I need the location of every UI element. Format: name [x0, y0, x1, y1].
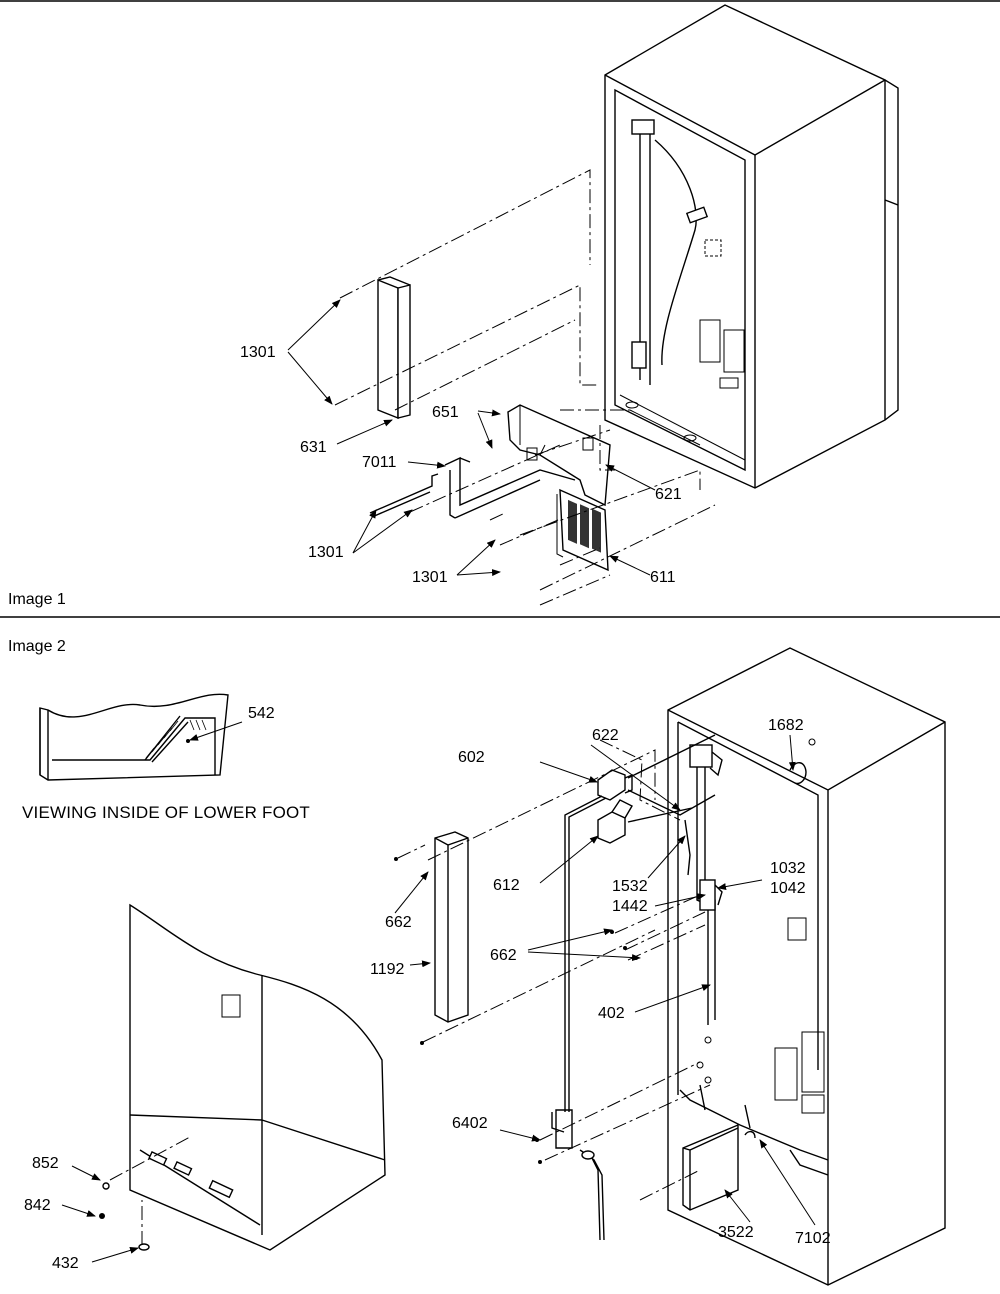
label-432: 432	[52, 1255, 79, 1272]
label-1442: 1442	[612, 898, 648, 915]
label-3522: 3522	[718, 1224, 754, 1241]
label-662-panel: 662	[385, 914, 412, 931]
label-1042: 1042	[770, 880, 806, 897]
inset-note: VIEWING INSIDE OF LOWER FOOT	[22, 803, 310, 822]
label-631: 631	[300, 439, 327, 456]
rear-cover-631	[377, 276, 411, 420]
bracket-621	[507, 404, 611, 507]
label-1682: 1682	[768, 717, 804, 734]
label-852: 852	[32, 1155, 59, 1172]
strip-7011	[444, 456, 576, 519]
image-2-caption: Image 2	[8, 638, 66, 655]
label-612: 612	[493, 877, 520, 894]
label-842: 842	[24, 1197, 51, 1214]
label-6402: 6402	[452, 1115, 488, 1132]
screws-2	[394, 857, 638, 1164]
label-651: 651	[432, 404, 459, 421]
label-7011: 7011	[362, 454, 397, 471]
label-1532: 1532	[612, 878, 648, 895]
leaders-1	[287, 299, 656, 577]
image-1-panel: 1301 631 651 7011 621 1301 1301 611 Imag…	[0, 0, 1000, 608]
refrigerator-cabinet	[604, 4, 899, 489]
clip-left	[369, 473, 439, 518]
label-542: 542	[248, 705, 275, 722]
label-7102: 7102	[795, 1230, 831, 1247]
lower-foot-inset: 542 VIEWING INSIDE OF LOWER FOOT	[22, 693, 310, 822]
alignment-lines-1	[334, 169, 716, 606]
label-402: 402	[598, 1005, 625, 1022]
lower-cabinet: 852 842 432	[24, 903, 386, 1272]
image-2-panel: Image 2 542 VIEWING INSIDE OF LOWER FOOT	[8, 638, 946, 1286]
label-1301-top: 1301	[240, 344, 276, 361]
label-602: 602	[458, 749, 485, 766]
label-622: 622	[592, 727, 619, 744]
floor-plate-3522	[682, 1123, 756, 1211]
label-662-screws: 662	[490, 947, 517, 964]
label-611: 611	[650, 569, 676, 586]
image-1-caption: Image 1	[8, 591, 66, 608]
harness-assembly	[551, 734, 716, 1241]
alignment-lines-2	[397, 739, 711, 1201]
label-1032: 1032	[770, 860, 806, 877]
refrigerator-cabinet-2	[667, 647, 946, 1286]
label-1301-bottom: 1301	[412, 569, 448, 586]
side-panel-1192	[434, 831, 469, 1023]
label-1192: 1192	[370, 961, 405, 978]
leaders-2	[394, 734, 816, 1226]
label-1301-left: 1301	[308, 544, 344, 561]
label-621: 621	[655, 486, 682, 503]
